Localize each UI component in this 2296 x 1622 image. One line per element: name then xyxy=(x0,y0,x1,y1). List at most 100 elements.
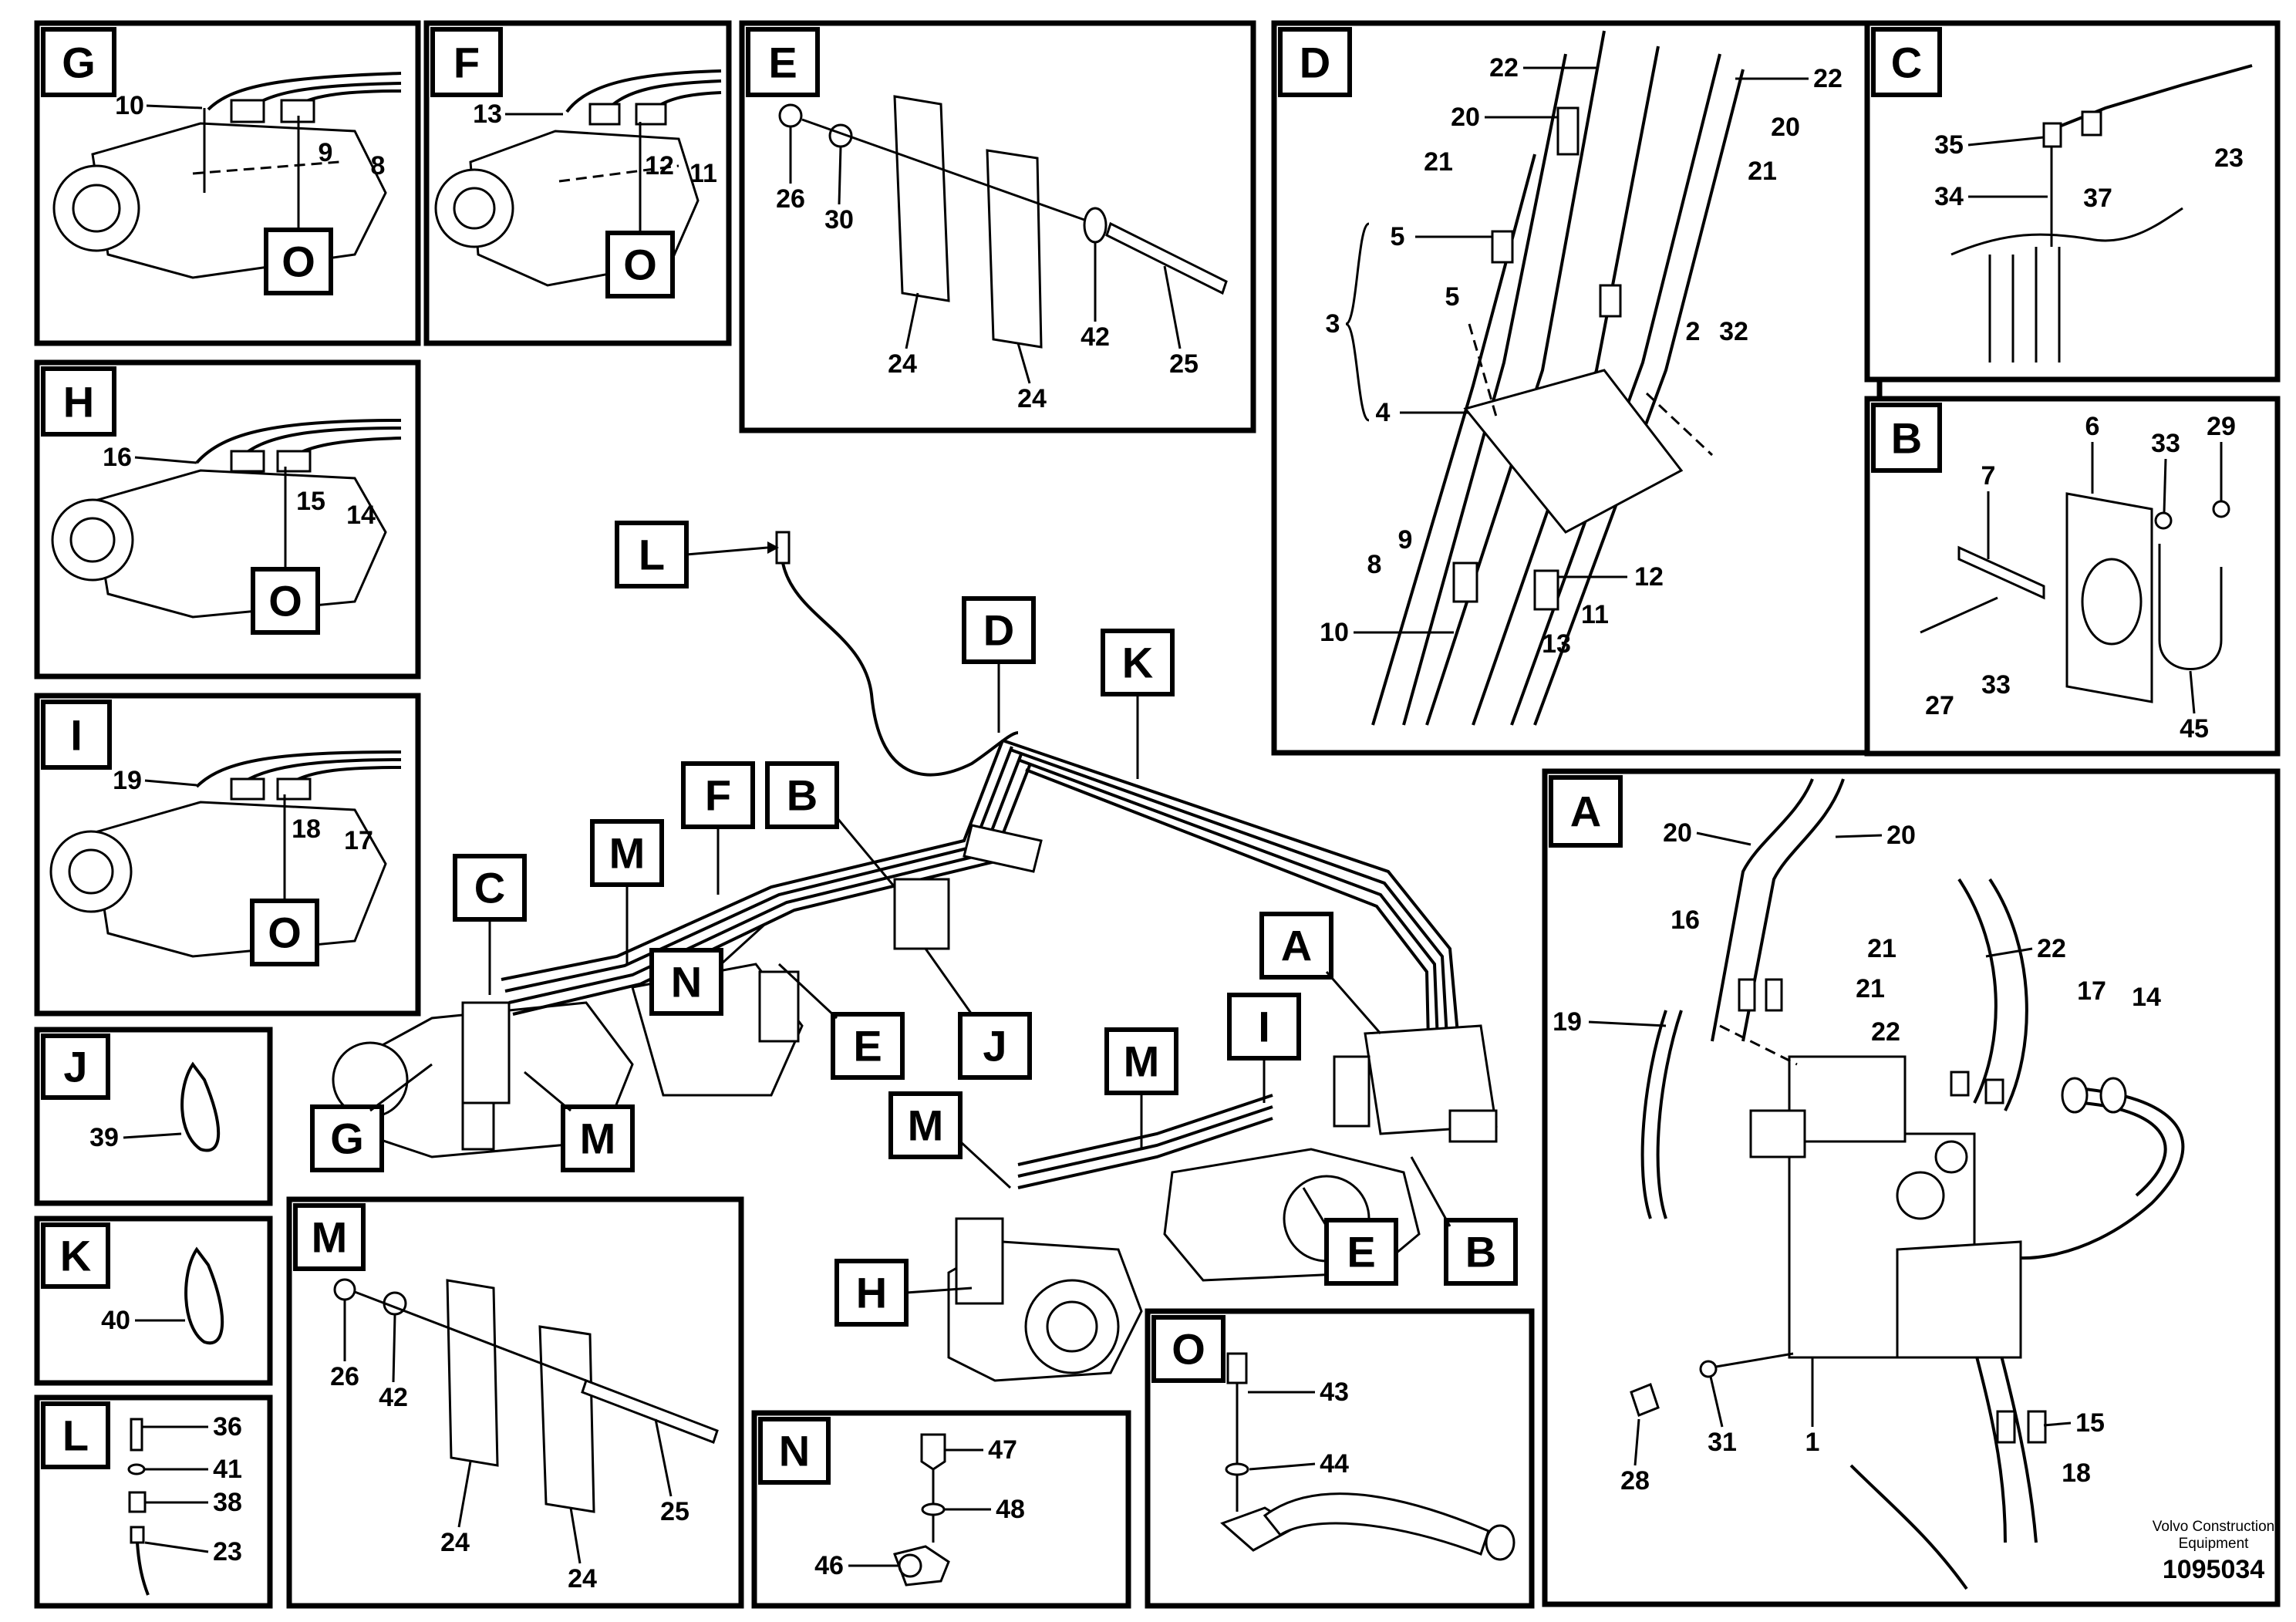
callout: 6 xyxy=(2085,412,2100,441)
callout: 7 xyxy=(1981,461,1996,491)
detail-o-ref: O xyxy=(268,909,302,957)
svg-text:D: D xyxy=(983,606,1014,655)
callout: 33 xyxy=(2151,429,2180,458)
svg-text:B: B xyxy=(1465,1228,1496,1276)
callout: 11 xyxy=(689,159,717,188)
callout: 4 xyxy=(1376,398,1391,427)
main-label-g: G xyxy=(310,1063,433,1172)
detail-o-ref: O xyxy=(268,577,302,626)
callout: 38 xyxy=(213,1488,242,1517)
callout: 11 xyxy=(1581,600,1609,629)
panel-m-tag: M xyxy=(312,1213,348,1262)
svg-text:B: B xyxy=(787,771,818,820)
callout: 15 xyxy=(2075,1408,2105,1438)
callout: 8 xyxy=(1367,550,1382,579)
panel-n-tag: N xyxy=(779,1427,810,1475)
callout: 21 xyxy=(1748,157,1777,186)
panel-o: O 43 44 xyxy=(1145,1308,1535,1609)
callout: 47 xyxy=(988,1435,1017,1465)
callout: 5 xyxy=(1445,282,1460,312)
svg-text:M: M xyxy=(580,1114,616,1163)
main-label-k: K xyxy=(1101,629,1175,779)
svg-text:L: L xyxy=(639,531,665,579)
detail-o-ref: O xyxy=(282,238,315,286)
svg-text:N: N xyxy=(671,958,702,1007)
callout: 12 xyxy=(1634,562,1664,592)
callout: 45 xyxy=(2180,714,2209,744)
panel-c-tag: C xyxy=(1891,39,1922,87)
svg-text:G: G xyxy=(330,1114,364,1163)
callout: 20 xyxy=(1771,113,1800,142)
main-label-m3: M xyxy=(888,1091,1012,1189)
svg-text:M: M xyxy=(609,829,646,878)
main-label-m1: M xyxy=(590,819,664,964)
svg-text:M: M xyxy=(1124,1037,1160,1086)
callout: 1 xyxy=(1805,1428,1820,1457)
callout: 26 xyxy=(330,1362,359,1391)
callout: 18 xyxy=(292,814,321,844)
main-label-d: D xyxy=(962,596,1036,733)
panel-l-tag: L xyxy=(62,1411,89,1460)
main-label-m4: M xyxy=(524,1071,635,1172)
svg-text:E: E xyxy=(853,1022,882,1071)
callout: 29 xyxy=(2207,412,2236,441)
panel-e-tag: E xyxy=(768,39,797,87)
callout: 9 xyxy=(1398,525,1413,555)
panel-k-tag: K xyxy=(60,1232,91,1280)
callout: 16 xyxy=(1671,905,1700,935)
callout: 22 xyxy=(1813,64,1843,93)
callout: 17 xyxy=(344,826,373,855)
callout: 39 xyxy=(89,1123,119,1152)
callout: 2 xyxy=(1686,317,1701,346)
callout: 21 xyxy=(1856,974,1885,1003)
drawing-number: 1095034 xyxy=(2163,1555,2264,1584)
main-label-n: N xyxy=(649,924,765,1016)
callout: 27 xyxy=(1925,691,1954,720)
panel-j: J 39 xyxy=(34,1027,273,1206)
main-label-b2: B xyxy=(1410,1156,1518,1286)
company-line-2: Equipment xyxy=(2179,1536,2250,1552)
panel-g: G 10 9 8 O xyxy=(34,20,421,346)
main-label-f: F xyxy=(681,761,755,895)
callout: 20 xyxy=(1886,821,1916,850)
callout: 8 xyxy=(371,151,386,180)
panel-f: F 13 12 11 O xyxy=(423,20,732,346)
callout: 40 xyxy=(101,1306,130,1335)
callout: 35 xyxy=(1934,130,1964,160)
panel-n: N 47 48 46 xyxy=(751,1410,1131,1609)
callout: 31 xyxy=(1708,1428,1737,1457)
callout: 23 xyxy=(2214,143,2244,173)
panel-h: H 16 15 14 O xyxy=(34,359,421,679)
main-label-l: L xyxy=(615,521,779,588)
panel-g-tag: G xyxy=(62,39,96,87)
main-label-e2: E xyxy=(1302,1187,1398,1286)
callout: 13 xyxy=(473,99,502,129)
callout: 19 xyxy=(1553,1007,1582,1037)
callout: 42 xyxy=(1081,322,1110,352)
callout: 36 xyxy=(213,1412,242,1442)
panel-e: E 26 30 24 24 42 25 xyxy=(739,20,1256,433)
svg-text:M: M xyxy=(908,1101,944,1150)
panel-l: L 36 41 38 23 xyxy=(34,1394,273,1609)
callout: 43 xyxy=(1320,1378,1349,1407)
callout: 28 xyxy=(1620,1466,1650,1496)
callout: 20 xyxy=(1451,103,1480,132)
callout: 17 xyxy=(2077,976,2106,1006)
main-label-h: H xyxy=(834,1259,973,1327)
callout: 34 xyxy=(1934,182,1964,211)
svg-text:C: C xyxy=(474,864,505,912)
main-label-j: J xyxy=(924,948,1032,1080)
callout: 18 xyxy=(2062,1458,2091,1488)
svg-text:F: F xyxy=(705,771,731,820)
callout: 22 xyxy=(1871,1017,1900,1047)
callout: 20 xyxy=(1663,818,1692,848)
callout: 26 xyxy=(776,184,805,214)
callout: 9 xyxy=(319,138,333,167)
panel-m: M 26 42 24 24 25 xyxy=(286,1196,744,1609)
callout: 3 xyxy=(1326,309,1340,339)
panel-d-tag: D xyxy=(1300,39,1330,87)
callout: 5 xyxy=(1391,222,1405,251)
callout: 14 xyxy=(2132,983,2161,1012)
panel-d: D 22 22 20 20 21 21 5 5 3 4 2 32 9 8 12 … xyxy=(1271,20,1883,756)
